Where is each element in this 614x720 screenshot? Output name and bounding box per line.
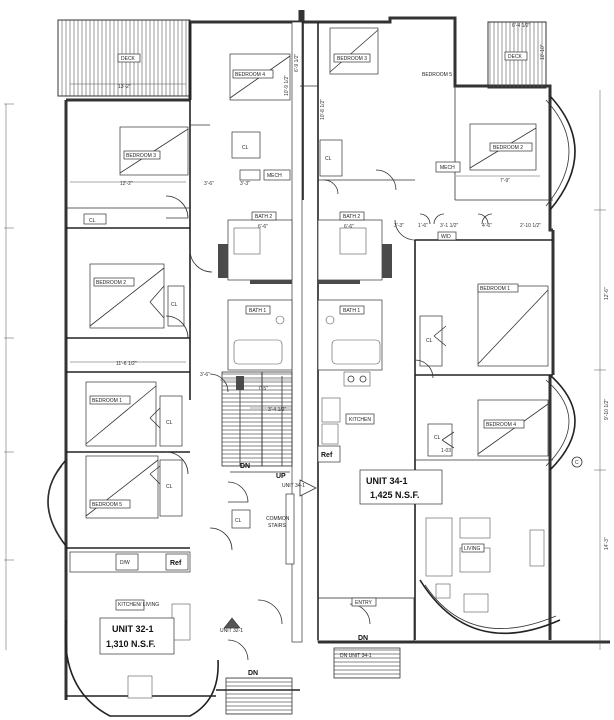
unit-34-1-door-label: UNIT 34-1	[282, 483, 305, 489]
bath2-right-label: BATH 2	[343, 214, 360, 220]
dim-14-3: 14'-3"	[604, 537, 610, 550]
mech-right-label: MECH	[440, 165, 455, 171]
ref-right-label: Ref	[321, 452, 333, 459]
cl-label-4: CL	[166, 484, 173, 490]
kitchen-left-label: KITCHEN/ LIVING	[118, 602, 159, 608]
dim-2-10-half: 2'-10 1/2"	[520, 223, 541, 229]
dim-3-1-half: 3'-1 1/2"	[440, 223, 459, 229]
bedroom4-right-label: BEDROOM 4	[486, 422, 516, 428]
unit-34-1-area: 1,425 N.S.F.	[370, 490, 420, 500]
common-stairs-label-1: COMMON	[266, 516, 290, 522]
bath1-left-label: BATH 1	[249, 308, 266, 314]
closets	[83, 131, 453, 529]
kitchen-right-label: KITCHEN	[349, 417, 371, 423]
unit-34-1-box: UNIT 34-1 1,425 N.S.F.	[359, 469, 443, 505]
dim-3-4-half: 3'-4 1/2"	[268, 407, 287, 413]
room-labels: BEDROOM 3 BEDROOM 4 BEDROOM 3 BEDROOM 5 …	[89, 53, 533, 677]
bath2-left-label: BATH 2	[255, 214, 272, 220]
right-unit-walls	[318, 86, 553, 461]
dim-11-6-half: 11'-6 1/2"	[116, 361, 137, 367]
door-swings	[149, 169, 493, 661]
dim-13-2: 13'-2"	[118, 84, 131, 90]
cl-label-6: CL	[426, 338, 433, 344]
dim-3-6-a: 3'-6"	[204, 181, 214, 187]
dim-7-5: 7'-5"	[258, 386, 268, 392]
unit-32-1-name: UNIT 32-1	[112, 624, 154, 634]
bedroom1-right-label: BEDROOM 1	[480, 286, 510, 292]
stairs	[221, 371, 401, 715]
kitchen-right	[317, 371, 375, 463]
bedroom5-label: BEDROOM 5	[422, 72, 452, 78]
dim-12-6: 12'-6"	[604, 287, 610, 300]
dn-label-1: DN	[240, 463, 250, 470]
cl-label-9: CL	[325, 156, 332, 162]
up-label: UP	[276, 473, 286, 480]
dim-4-6: 4'-6"	[482, 223, 492, 229]
deck-right: DECK	[487, 21, 547, 89]
bedroom3-left-label: BEDROOM 3	[126, 153, 156, 159]
dim-9-10-half: 9'-10 1/2"	[604, 399, 610, 420]
dim-3-3-b: 3'-3"	[394, 223, 404, 229]
dim-10-8-half: 10'-8 1/2"	[320, 99, 326, 120]
dim-12-2: 12'-2"	[120, 181, 133, 187]
deck-right-label: DECK	[508, 54, 523, 60]
cl-label-3: CL	[166, 420, 173, 426]
dimension-lines	[4, 83, 606, 650]
dim-7-9: 7'-9"	[500, 178, 510, 184]
kitchen-left	[69, 551, 191, 699]
section-marker-c: C	[575, 460, 579, 466]
mech-wd	[239, 161, 461, 241]
cl-label-8: CL	[235, 518, 242, 524]
deck-left-label: DECK	[121, 56, 136, 62]
dim-3-3-a: 3'-3"	[240, 181, 250, 187]
unit-34-1-name: UNIT 34-1	[366, 476, 408, 486]
left-unit-walls	[66, 124, 210, 549]
unit-32-1-door-label: UNIT 32-1	[220, 628, 243, 634]
dim-6-4-half: 6'-4 1/2"	[512, 23, 531, 29]
common-stairs-label-2: STAIRS	[268, 523, 286, 529]
dim-10-10: 10'-10"	[540, 44, 546, 60]
dn-label-3: DN	[358, 635, 368, 642]
dimension-labels: 13'-2" 12'-2" 3'-6" 3'-3" 6'-9 1/2" 6'-4…	[116, 23, 610, 550]
unit-32-1-area: 1,310 N.S.F.	[106, 639, 156, 649]
living-furniture	[425, 517, 545, 613]
bedroom1-left-label: BEDROOM 1	[92, 398, 122, 404]
bedroom2-left-label: BEDROOM 2	[96, 280, 126, 286]
bath-fixtures	[218, 219, 392, 371]
living-label: LIVING	[464, 546, 481, 552]
cl-label-5: CL	[242, 145, 249, 151]
dw-label: D/W	[120, 560, 130, 566]
bedroom4-label: BEDROOM 4	[235, 72, 265, 78]
dim-6-9-half: 6'-9 1/2"	[294, 53, 300, 72]
dim-6-6-b: 6'-6"	[344, 224, 354, 230]
dim-6-6-a: 6'-6"	[258, 224, 268, 230]
cl-label-7: CL	[434, 435, 441, 441]
bay-windows	[47, 95, 576, 717]
dim-10-9-half: 10'-9 1/2"	[284, 75, 290, 96]
dim-3-6-b: 3'-6"	[200, 372, 210, 378]
cl-label-2: CL	[171, 302, 178, 308]
ref-left-label: Ref	[170, 560, 182, 567]
cl-label-1: CL	[89, 218, 96, 224]
wd-label: W/D	[441, 234, 451, 240]
unit-34-1-stair-label: DN UNIT 34-1	[340, 653, 372, 659]
bedroom3-center-label: BEDROOM 3	[337, 56, 367, 62]
dn-label-2: DN	[248, 670, 258, 677]
entry-label: ENTRY	[355, 600, 373, 606]
unit-32-1-box: UNIT 32-1 1,310 N.S.F.	[99, 617, 175, 655]
mech-left-label: MECH	[267, 173, 282, 179]
dim-1-03: 1-03	[441, 448, 451, 454]
bedroom2-right-label: BEDROOM 2	[493, 145, 523, 151]
dim-1-6: 1'-6"	[418, 223, 428, 229]
bedroom5-left-label: BEDROOM 5	[92, 502, 122, 508]
bath1-right-label: BATH 1	[343, 308, 360, 314]
